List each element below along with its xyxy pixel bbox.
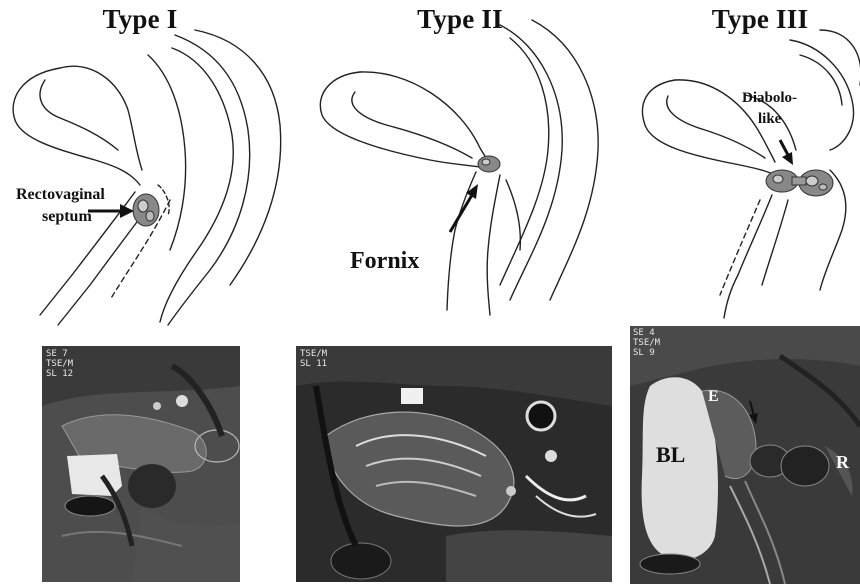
type-iii-lesion [766,170,833,196]
mri-3-tag-line3: SL 9 [633,348,655,358]
mri-3-tag-line2: TSE/M [633,338,660,348]
type-i-arrow [88,204,134,218]
type-iii-label-line2: like [758,111,781,128]
type-ii-panel: Type II Fornix [300,0,610,330]
type-i-label-line2: septum [42,208,92,226]
mri-3-tag-line1: SE 4 [633,328,655,338]
mri-image-type-ii: TSE/M SL 11 [296,346,612,582]
type-iii-arrow [780,140,793,165]
type-iii-panel: Type III [620,0,860,330]
mri-2-tag-line2: SL 11 [300,359,327,369]
mri-image-type-iii: SE 4 TSE/M SL 9 BL E R [630,326,860,584]
mri-3-label-r: R [836,452,849,473]
type-ii-arrow [450,184,478,232]
mri-image-type-ii-graphic [296,346,612,582]
mri-image-type-i-graphic [42,346,240,582]
type-iii-label-line1: Diabolo- [742,90,797,107]
type-i-illustration [0,0,290,330]
type-i-label-line1: Rectovaginal [16,186,105,204]
mri-1-tag-line3: SL 12 [46,369,73,379]
type-i-panel: Type I Rectovaginal [0,0,290,330]
type-ii-label: Fornix [350,248,419,275]
mri-image-type-i: SE 7 TSE/M SL 12 [42,346,240,582]
mri-3-label-bl: BL [656,442,685,468]
type-iii-illustration [620,0,860,330]
mri-1-tag-line2: TSE/M [46,359,73,369]
mri-3-label-e: E [708,388,719,406]
mri-2-tag-line1: TSE/M [300,349,327,359]
type-ii-illustration [300,0,610,330]
type-ii-lesion [478,156,500,172]
type-i-lesion [133,194,159,226]
mri-1-tag-line1: SE 7 [46,349,68,359]
